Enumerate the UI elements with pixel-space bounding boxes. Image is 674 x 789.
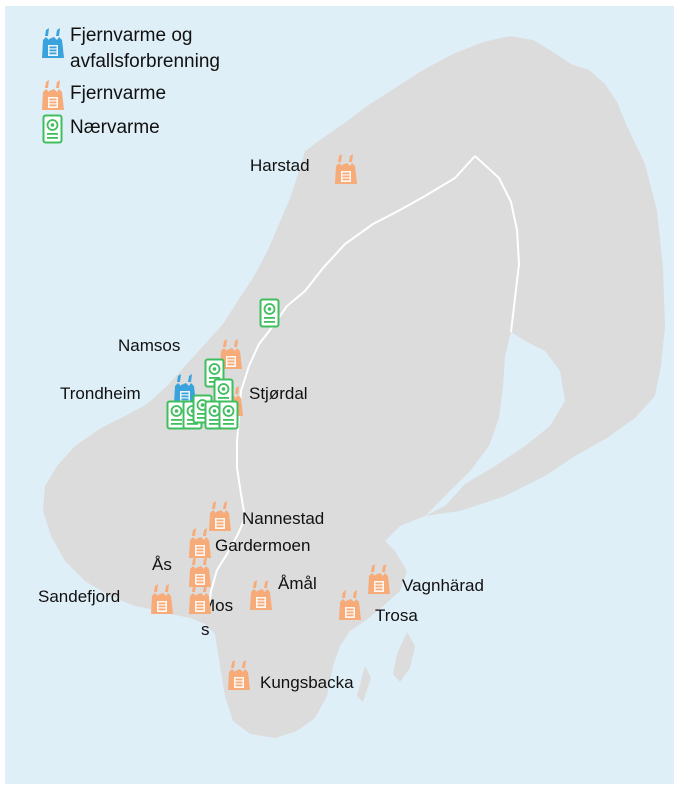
city-label-trondheim: Trondheim: [60, 384, 141, 403]
legend-local-heating-icon: [41, 114, 65, 144]
gotland-island: [393, 632, 415, 682]
legend-label-waste-line2: avfallsforbrenning: [70, 51, 220, 72]
legend-waste-incineration-icon: [41, 28, 65, 58]
district-heating-marker-vagnharad[interactable]: [367, 564, 391, 594]
map-land: [43, 36, 665, 738]
city-label-mos-line2: s: [201, 620, 210, 639]
city-label-harstad: Harstad: [250, 156, 310, 175]
border-norway-sweden: [208, 155, 476, 609]
district-heating-marker-as[interactable]: [188, 557, 212, 587]
legend-label-waste-line1: Fjernvarme og: [70, 25, 193, 46]
local-heating-marker-1[interactable]: [258, 298, 282, 328]
city-label-gardermoen: Gardermoen: [215, 536, 311, 555]
district-heating-marker-namsos[interactable]: [219, 339, 243, 369]
city-label-nannestad: Nannestad: [242, 509, 325, 528]
district-heating-marker-harstad[interactable]: [334, 154, 358, 184]
city-label-vagnharad: Vagnhärad: [402, 576, 484, 595]
waste-incineration-marker-trondheim[interactable]: [173, 374, 197, 404]
legend-district-heating-icon: [41, 80, 65, 110]
city-label-namsos: Namsos: [118, 336, 181, 355]
district-heating-marker-amal[interactable]: [249, 580, 273, 610]
city-label-stjordal: Stjørdal: [249, 384, 308, 403]
city-label-as: Ås: [152, 555, 172, 574]
legend-label-district-heating: Fjernvarme: [70, 83, 167, 104]
district-heating-marker-sandefjord[interactable]: [150, 584, 174, 614]
district-heating-marker-moss[interactable]: [188, 584, 212, 614]
city-label-sandefjord: Sandefjord: [38, 587, 121, 606]
legend-label-local-heating: Nærvarme: [70, 117, 160, 138]
city-label-kungsbacka: Kungsbacka: [260, 673, 354, 692]
district-heating-marker-trosa[interactable]: [338, 590, 362, 620]
local-heating-marker-8[interactable]: [217, 400, 241, 430]
gulf-of-bothnia: [425, 332, 565, 516]
district-heating-marker-kungsbacka[interactable]: [227, 660, 251, 690]
oland-island: [357, 666, 371, 702]
map[interactable]: Fjernvarme og avfallsforbrenning Fjernva…: [5, 6, 674, 784]
city-label-trosa: Trosa: [375, 606, 418, 625]
border-sweden-finland: [474, 155, 521, 333]
district-heating-marker-nannestad[interactable]: [208, 501, 232, 531]
city-label-amal: Åmål: [278, 574, 317, 593]
district-heating-marker-gardermoen[interactable]: [188, 528, 212, 558]
land-mass: [43, 36, 665, 738]
